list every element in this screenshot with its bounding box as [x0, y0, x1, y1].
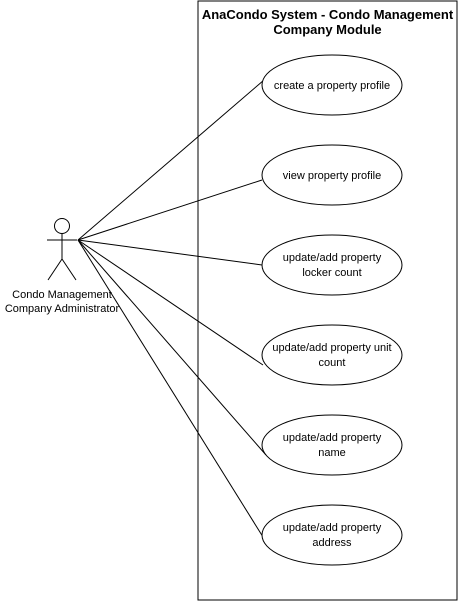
actor-name-line-2: Company Administrator	[5, 303, 120, 315]
use-case-label: name	[318, 447, 346, 459]
use-case-label: address	[312, 537, 352, 549]
system-title-line-1: AnaCondo System - Condo Management	[202, 7, 454, 22]
association-line-locker-count	[77, 239, 263, 266]
actor-stick-figure-icon[interactable]	[47, 218, 77, 281]
association-line-unit-count	[77, 239, 264, 366]
use-case-label: create a property profile	[274, 80, 390, 92]
association-line-address	[77, 239, 269, 546]
association-line-create-profile	[77, 79, 265, 241]
use-case-update-address[interactable]	[261, 504, 403, 566]
use-case-label: locker count	[302, 267, 361, 279]
use-case-label: view property profile	[283, 170, 381, 182]
use-case-update-locker-count[interactable]	[261, 234, 403, 296]
actor-name-line-1: Condo Management	[12, 289, 112, 301]
actor-head	[54, 218, 70, 234]
use-case-label: update/add property	[283, 252, 382, 264]
use-case-label: update/add property unit	[272, 342, 391, 354]
actor-left-leg	[47, 258, 63, 281]
use-case-create-property-profile[interactable]	[261, 54, 403, 116]
use-case-view-property-profile[interactable]	[261, 144, 403, 206]
system-boundary	[197, 0, 458, 601]
use-case-label: update/add property	[283, 522, 382, 534]
use-case-label: update/add property	[283, 432, 382, 444]
use-case-update-name[interactable]	[261, 414, 403, 476]
system-title-line-2: Company Module	[273, 22, 381, 37]
use-case-update-unit-count[interactable]	[261, 324, 403, 386]
use-case-label: count	[319, 357, 346, 369]
association-line-name	[77, 239, 267, 456]
actor-right-leg	[61, 258, 77, 281]
association-line-view-profile	[77, 179, 263, 241]
